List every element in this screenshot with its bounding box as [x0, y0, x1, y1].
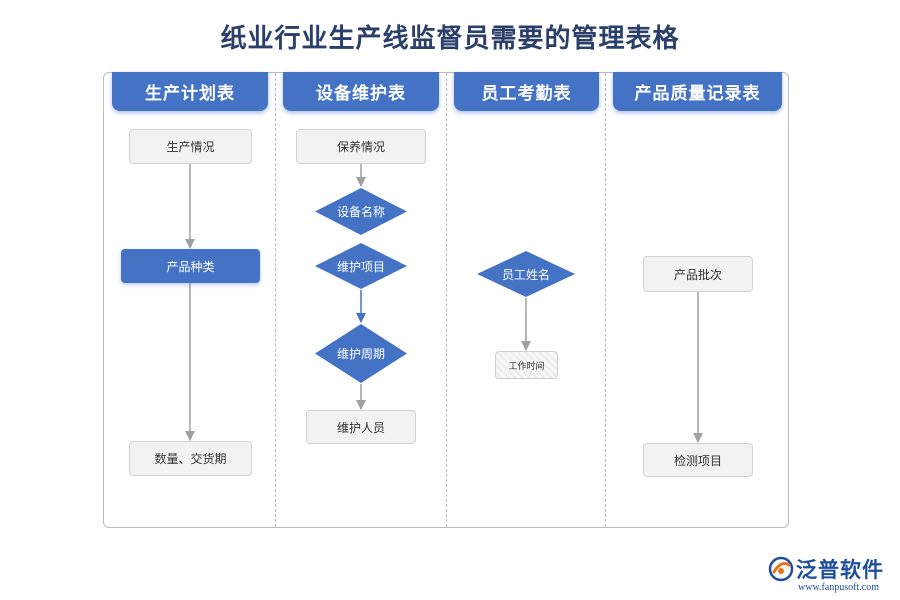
maintenance-cycle-label: 维护周期 [336, 347, 385, 361]
brand-logo: 泛普软件 www.fanpusoft.com [768, 552, 892, 596]
logo-brand-text: 泛普软件 [796, 558, 884, 582]
swimlane-frame [103, 72, 789, 528]
node-maintenance-staff: 维护人员 [306, 410, 416, 444]
lane-divider [605, 73, 606, 527]
node-inspection-item: 检测项目 [643, 443, 753, 477]
node-maintenance-item: 维护项目 [314, 242, 408, 290]
node-product-type: 产品种类 [121, 249, 260, 283]
node-production-status: 生产情况 [129, 129, 252, 164]
lane-header-equipment-maintenance: 设备维护表 [283, 72, 439, 111]
lane-header-production-plan: 生产计划表 [112, 72, 268, 111]
page-title: 纸业行业生产线监督员需要的管理表格 [220, 24, 680, 54]
employee-name-label: 员工姓名 [501, 267, 550, 282]
lane-header-quality-record: 产品质量记录表 [613, 72, 782, 111]
equipment-name-label: 设备名称 [336, 205, 385, 219]
node-work-hours: 工作时间 [495, 351, 558, 379]
node-product-batch: 产品批次 [643, 256, 753, 292]
node-maintenance-status: 保养情况 [296, 129, 426, 164]
lane-header-attendance: 员工考勤表 [454, 72, 599, 111]
lane-divider [275, 73, 276, 527]
maintenance-item-label: 维护项目 [336, 259, 385, 274]
node-quantity-delivery: 数量、交货期 [129, 441, 252, 476]
lane-divider [446, 73, 447, 527]
node-equipment-name: 设备名称 [314, 187, 408, 236]
node-employee-name: 员工姓名 [476, 250, 576, 298]
node-maintenance-cycle: 维护周期 [314, 323, 408, 384]
logo-url-text: www.fanpusoft.com [798, 582, 880, 593]
fanpu-logo-icon [768, 556, 794, 582]
